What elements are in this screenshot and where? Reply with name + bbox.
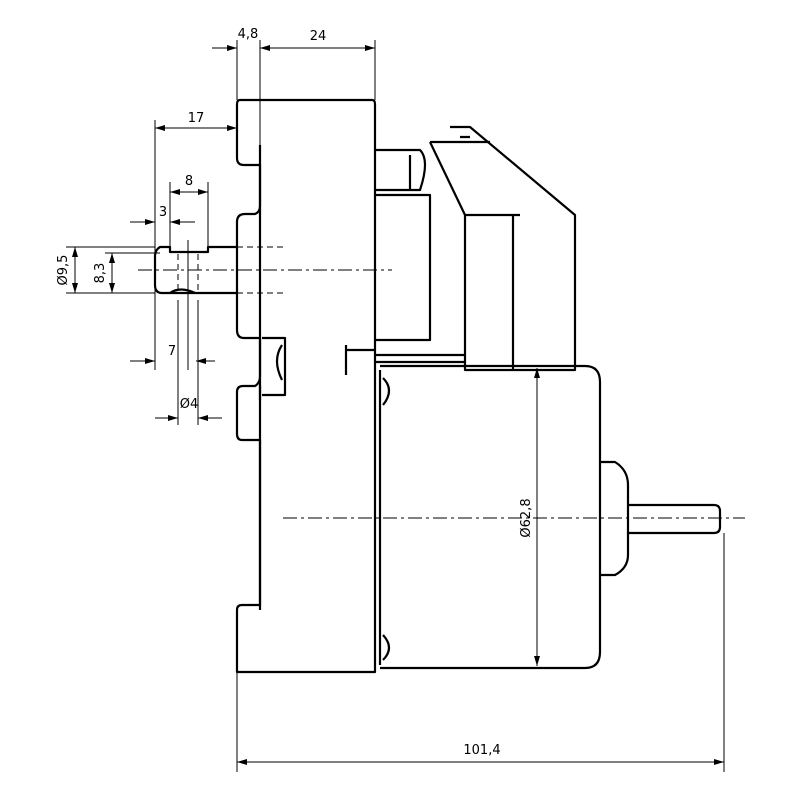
dimension-labels: 4,8 24 17 8 3 Ø9,5 8,3 7 Ø4 Ø62,8 101,4 — [56, 27, 534, 758]
motor-body — [283, 364, 745, 670]
dim-hole-diameter: Ø4 — [180, 397, 199, 412]
dim-shaft-diameter: Ø9,5 — [56, 255, 71, 286]
dim-motor-diameter: Ø62,8 — [519, 498, 534, 537]
dimensions — [66, 40, 725, 772]
dim-housing-depth: 24 — [310, 29, 327, 44]
terminal-block — [375, 125, 577, 372]
dim-shaft-length: 17 — [188, 111, 205, 126]
dim-hole-position: 7 — [168, 344, 176, 359]
output-shaft — [138, 240, 392, 300]
dim-groove-length: 8 — [185, 174, 193, 189]
dim-flat-width: 8,3 — [93, 263, 108, 284]
gear-housing — [235, 98, 382, 674]
dim-overall-length: 101,4 — [463, 743, 500, 758]
dim-flange-thickness: 4,8 — [238, 27, 259, 42]
dim-tip-length: 3 — [159, 205, 167, 220]
